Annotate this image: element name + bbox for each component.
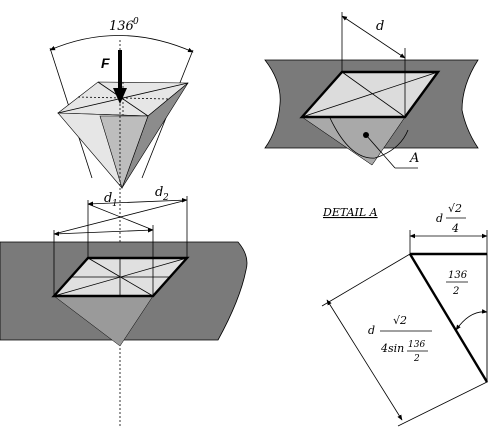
detail-circle bbox=[329, 117, 409, 159]
detail-title: DETAIL A bbox=[322, 206, 378, 219]
d2-dimension-line bbox=[87, 197, 188, 207]
d2-label: d bbox=[155, 185, 163, 200]
angle-arc bbox=[49, 35, 194, 53]
force-label: F bbox=[101, 55, 110, 71]
top-formula-num: √2 bbox=[448, 202, 462, 215]
angle-formula-den: 2 bbox=[452, 286, 459, 297]
angle-formula-num: 136 bbox=[448, 270, 468, 281]
point-a-label: A bbox=[409, 151, 419, 166]
angle-label: 136 bbox=[109, 19, 134, 34]
side-formula-den-num: 136 bbox=[408, 340, 425, 350]
hyp-dimension bbox=[326, 299, 403, 421]
detail-a: DETAIL A d √2 4 136 2 d √2 4sin 136 2 bbox=[321, 202, 489, 427]
point-a-leader bbox=[365, 134, 396, 169]
side-formula-den-prefix: 4sin bbox=[380, 342, 404, 355]
angle-arc-detail bbox=[455, 309, 488, 331]
indent-outline bbox=[299, 70, 441, 119]
side-formula-num: √2 bbox=[393, 314, 407, 327]
d2-subscript: 2 bbox=[162, 193, 169, 203]
d1-subscript: 1 bbox=[112, 199, 118, 209]
side-formula-d: d bbox=[368, 324, 375, 337]
side-formula-den-den: 2 bbox=[413, 354, 420, 364]
top-formula-den: 4 bbox=[451, 222, 459, 235]
indent-diagonal-2 bbox=[341, 71, 406, 118]
d1-label: d bbox=[104, 191, 112, 206]
pyramid-shadow-face bbox=[99, 115, 149, 189]
indentation-view: d 1 d 2 bbox=[0, 185, 248, 347]
d-dimension-line bbox=[341, 15, 406, 59]
indenter-pyramid: 136 0 F bbox=[49, 17, 194, 428]
top-formula-d: d bbox=[436, 212, 443, 225]
triangle-hypotenuse bbox=[408, 253, 489, 383]
hyp-ext-bottom bbox=[397, 381, 488, 427]
d1-dimension-line bbox=[53, 227, 154, 237]
indent-diagonal-1 bbox=[301, 71, 439, 118]
indentation-top-right: d A bbox=[264, 12, 479, 169]
angle-degree-label: 0 bbox=[133, 17, 139, 27]
d-label: d bbox=[376, 19, 384, 34]
cross-line-2 bbox=[87, 203, 154, 231]
hyp-ext-top bbox=[321, 253, 411, 307]
